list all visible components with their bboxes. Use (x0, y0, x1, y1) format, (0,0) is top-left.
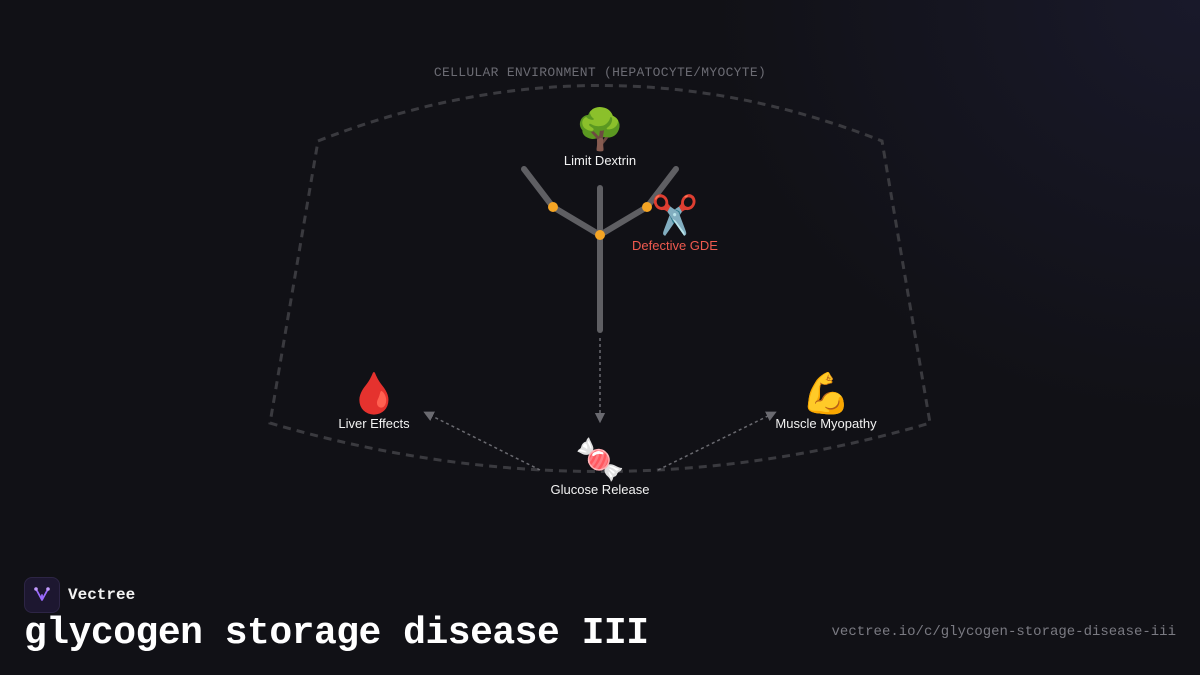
glucose-release-label: Glucose Release (551, 482, 650, 497)
node-muscle-myopathy: 💪 Muscle Myopathy (775, 370, 877, 431)
defective-gde-label: Defective GDE (632, 238, 718, 253)
environment-label: CELLULAR ENVIRONMENT (HEPATOCYTE/MYOCYTE… (434, 65, 766, 80)
blood-drop-icon: 🩸 (349, 370, 399, 417)
node-defective-gde: ✂️ Defective GDE (632, 192, 718, 253)
scissors-icon: ✂️ (651, 192, 698, 237)
vectree-logo-icon (24, 577, 60, 613)
limit-dextrin-label: Limit Dextrin (564, 153, 636, 168)
deciduous-tree-icon: 🌳 (575, 105, 625, 153)
glycogen-branch (521, 166, 679, 333)
node-limit-dextrin: 🌳 Limit Dextrin (564, 105, 636, 168)
page-url[interactable]: vectree.io/c/glycogen-storage-disease-ii… (831, 624, 1176, 640)
liver-effects-label: Liver Effects (338, 416, 410, 431)
branch-point-left (548, 202, 558, 212)
cell-boundary (268, 84, 932, 473)
branch-point-right (642, 202, 652, 212)
page-title: glycogen storage disease III (24, 612, 649, 655)
brand-name: Vectree (68, 586, 136, 604)
arrow-to-liver (423, 411, 541, 471)
candy-icon: 🍬 (575, 436, 625, 483)
branch-right-segment (597, 204, 650, 238)
branch-left-segment (550, 204, 603, 238)
muscle-myopathy-label: Muscle Myopathy (775, 416, 877, 431)
branch-right-tip (644, 166, 679, 210)
node-glucose-release: 🍬 Glucose Release (551, 436, 650, 497)
branch-left-tip (521, 166, 556, 210)
flexed-biceps-icon: 💪 (801, 370, 851, 417)
node-liver-effects: 🩸 Liver Effects (338, 370, 410, 431)
brand: Vectree (24, 577, 135, 613)
branch-point-center (595, 230, 605, 240)
